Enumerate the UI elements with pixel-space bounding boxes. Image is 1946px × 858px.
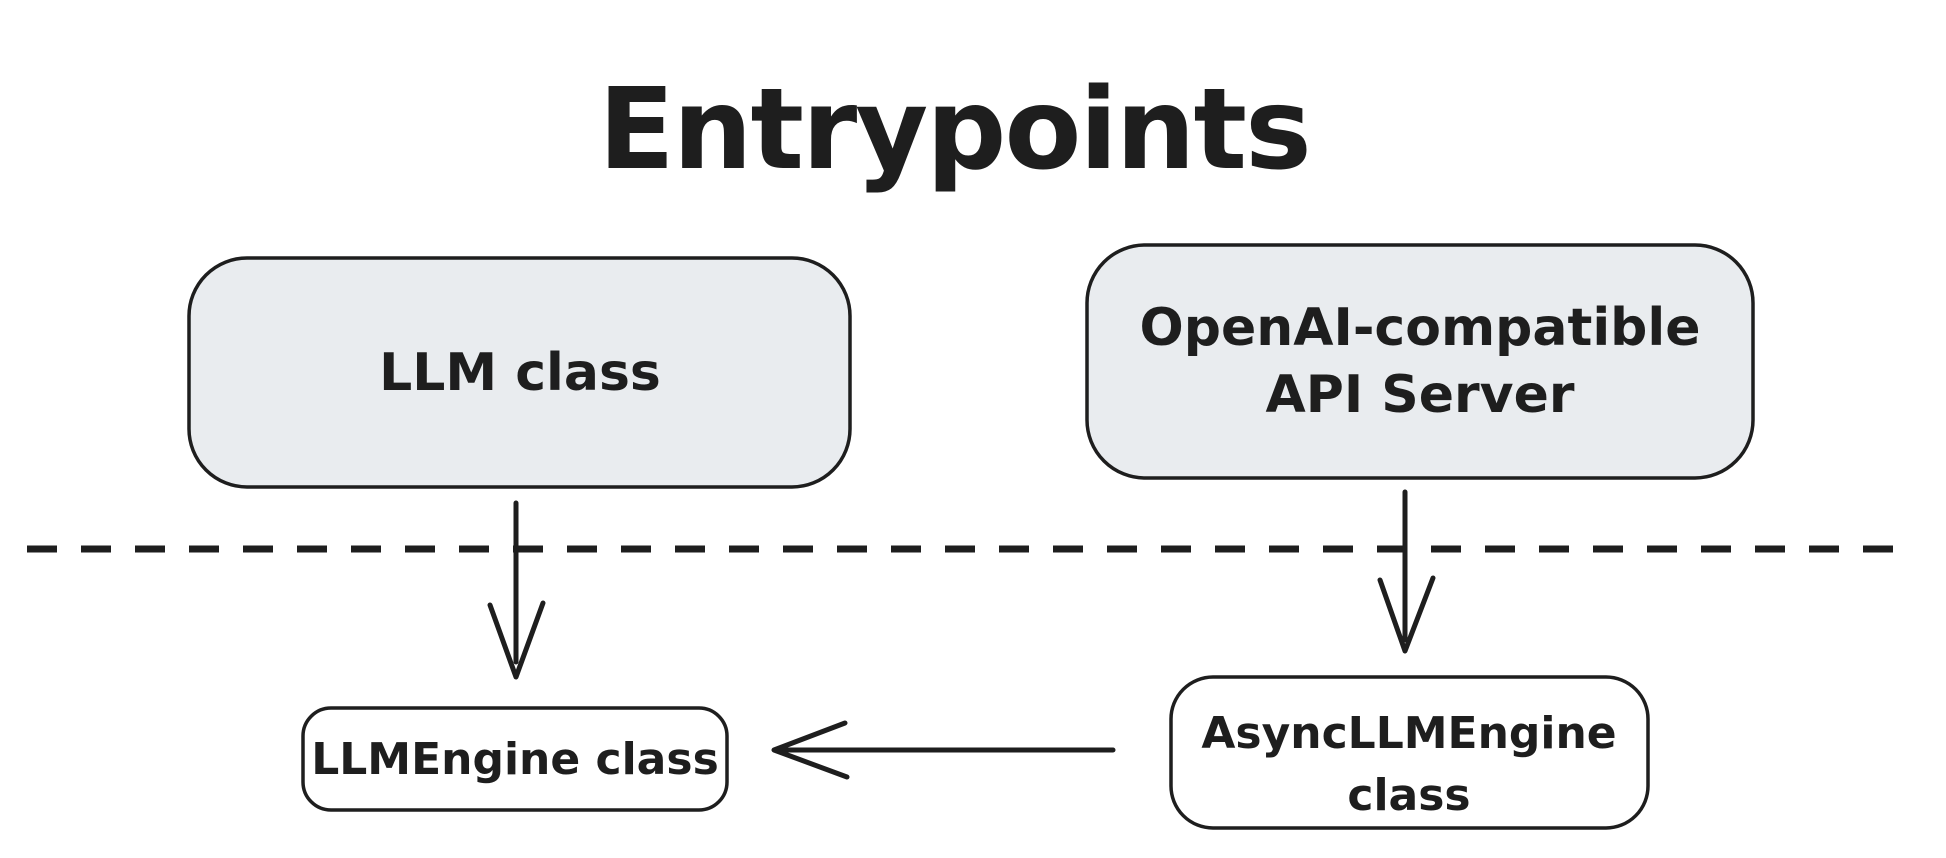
arrow-apiserver-head-down-icon xyxy=(1377,575,1436,654)
async-llm-engine-node xyxy=(1169,675,1650,830)
arrow-llm-head-down-icon xyxy=(487,600,546,680)
api-server-node xyxy=(1085,243,1755,480)
async-llm-engine-label-line1: AsyncLLMEngine xyxy=(1201,708,1616,759)
arrow-apiserver-to-asyncllmengine xyxy=(1377,489,1436,654)
async-llm-engine-label-line2: class xyxy=(1347,770,1470,821)
llm-class-label: LLM class xyxy=(379,343,661,403)
arrow-async-head-left-icon xyxy=(771,720,850,780)
api-server-label-line1: OpenAI-compatible xyxy=(1140,298,1701,358)
arrow-llm-to-llmengine xyxy=(487,500,546,680)
arrow-asyncllmengine-to-llmengine xyxy=(771,720,1116,780)
diagram-title: Entrypoints xyxy=(598,65,1309,195)
llm-engine-label: LLMEngine class xyxy=(311,734,719,785)
llm-class-node xyxy=(187,256,852,489)
llm-engine-node xyxy=(301,706,729,812)
api-server-label-line2: API Server xyxy=(1266,365,1575,425)
